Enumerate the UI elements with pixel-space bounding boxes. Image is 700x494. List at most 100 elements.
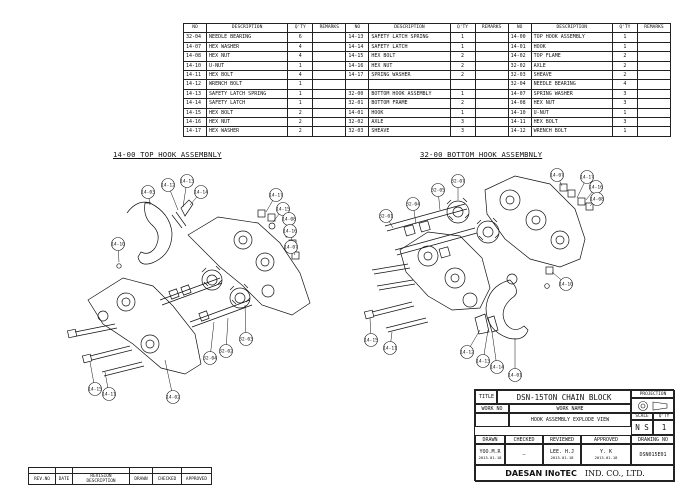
callout-label: 14-12	[460, 350, 474, 356]
part-description: BOTTOM HOOK ASSEMBLY	[368, 88, 451, 100]
work-name-label: WORK NAME	[509, 404, 631, 413]
callout-label: 14-02	[166, 395, 180, 401]
top-bolt-2	[89, 345, 133, 361]
callout-label: 14-14	[194, 190, 208, 196]
checked-label: CHECKED	[505, 435, 543, 444]
callout-bubble	[239, 332, 253, 346]
projection-symbol-icon	[638, 400, 668, 411]
callout-label: 32-01	[379, 214, 393, 220]
drawing-no-label: DRAWING NO	[631, 435, 675, 444]
reviewed-date: 2013.01.18	[550, 455, 574, 460]
callout-bubble	[508, 368, 522, 382]
approved-name: Y. K	[599, 449, 613, 455]
callout-bubble	[383, 341, 397, 355]
callout-bubble	[284, 240, 298, 254]
top-axle-2	[189, 299, 253, 328]
part-no: 14-07	[507, 88, 532, 100]
callout-label: 14-01	[508, 373, 522, 379]
reviewed-cell: LEE. H.J 2013.01.18	[543, 444, 581, 465]
bottom-hook-shape	[485, 279, 529, 340]
company-name-bold: DAESAN INoTEC	[505, 469, 577, 478]
callout-bubble	[161, 178, 175, 192]
top-bolt-1	[74, 323, 118, 337]
bottom-axle-2	[394, 227, 478, 256]
callout-bubble	[364, 333, 378, 347]
callout-bubble	[276, 202, 290, 216]
part-description: NEEDLE BEARING	[530, 79, 613, 90]
part-no: 14-11	[507, 117, 532, 128]
part-no: 14-12	[182, 79, 208, 90]
part-no: 32-02	[345, 117, 370, 128]
company-name-rest: IND. CO., LTD.	[584, 469, 645, 478]
callout-bubble	[490, 360, 504, 374]
part-no: 14-02	[507, 51, 532, 62]
part-description: SAFETY LATCH SPRING	[368, 32, 451, 43]
bottom-frame-front	[399, 231, 491, 311]
callout-label: 32-03	[239, 337, 253, 343]
callout-bubble	[269, 188, 283, 202]
drawn-cell: YOO.M.R 2013.01.18	[475, 444, 505, 465]
revision-header-cell: CHECKED	[152, 473, 182, 485]
parts-header-no: NO	[182, 22, 208, 34]
part-description: SHEAVE	[368, 126, 451, 137]
part-no: 14-16	[182, 117, 208, 128]
part-no: 14-17	[182, 126, 208, 137]
callout-bubble	[88, 382, 102, 396]
part-no: 14-08	[507, 98, 532, 109]
bottom-bolt-1	[371, 301, 415, 317]
part-description: NEEDLE BEARING	[206, 32, 289, 43]
callout-label: 14-07	[550, 173, 564, 179]
part-description: SPRING WASHER	[530, 88, 613, 100]
part-no: 14-14	[182, 98, 208, 109]
top-hook-assembly-drawing	[67, 199, 311, 377]
part-no: 14-13	[182, 88, 208, 100]
approved-label: APPROVED	[581, 435, 631, 444]
part-no: 14-07	[182, 41, 208, 53]
bottom-hook-assembly-title: 32-00 BOTTOM HOOK ASSEMBNLY	[420, 150, 543, 159]
revision-header-cell: APPROVED	[181, 473, 212, 485]
callout-label: 14-16	[589, 185, 603, 191]
top-hook-shape	[137, 202, 173, 265]
bottom-sheave-2	[476, 217, 500, 244]
callout-bubble	[102, 387, 116, 401]
callout-label: 14-14	[490, 365, 504, 371]
checked-name: —	[522, 451, 526, 458]
reviewed-name: LEE. H.J	[549, 449, 575, 455]
callout-bubble	[476, 354, 490, 368]
callout-bubble	[460, 345, 474, 359]
drawn-name: YOO.M.R	[479, 449, 501, 455]
approved-cell: Y. K 2013.01.18	[581, 444, 631, 465]
callout-bubble	[550, 168, 564, 182]
drawing-title: DSN-15TON CHAIN BLOCK	[497, 390, 631, 404]
callout-label: 14-08	[590, 197, 604, 203]
callout-label: 14-13	[180, 179, 194, 185]
drawing-no-value: DSN015E01	[631, 444, 675, 465]
callout-label: 14-10	[111, 242, 125, 248]
callout-bubble	[451, 174, 465, 188]
top-sheave-2	[229, 283, 251, 309]
callout-label: 14-15	[364, 338, 378, 344]
callout-bubble	[180, 174, 194, 188]
part-no: 14-13	[345, 32, 370, 43]
top-hook-assembly-title: 14-00 TOP HOOK ASSEMBNLY	[113, 150, 222, 159]
callout-bubble	[379, 209, 393, 223]
part-no: 14-15	[182, 107, 208, 119]
callout-label: 14-15	[276, 207, 290, 213]
qty-value: 1	[653, 420, 675, 435]
callout-bubble	[141, 185, 155, 199]
revision-header-cell: REV.NO	[28, 473, 56, 485]
drawn-label: DRAWN	[475, 435, 505, 444]
callout-bubble	[559, 277, 573, 291]
callout-label: 14-08	[282, 217, 296, 223]
drawn-date: 2013.01.18	[478, 455, 502, 460]
part-no: 32-02	[507, 60, 532, 72]
callout-label: 14-13	[476, 359, 490, 365]
callout-label: 32-02	[219, 349, 233, 355]
part-no: 14-12	[507, 126, 532, 137]
